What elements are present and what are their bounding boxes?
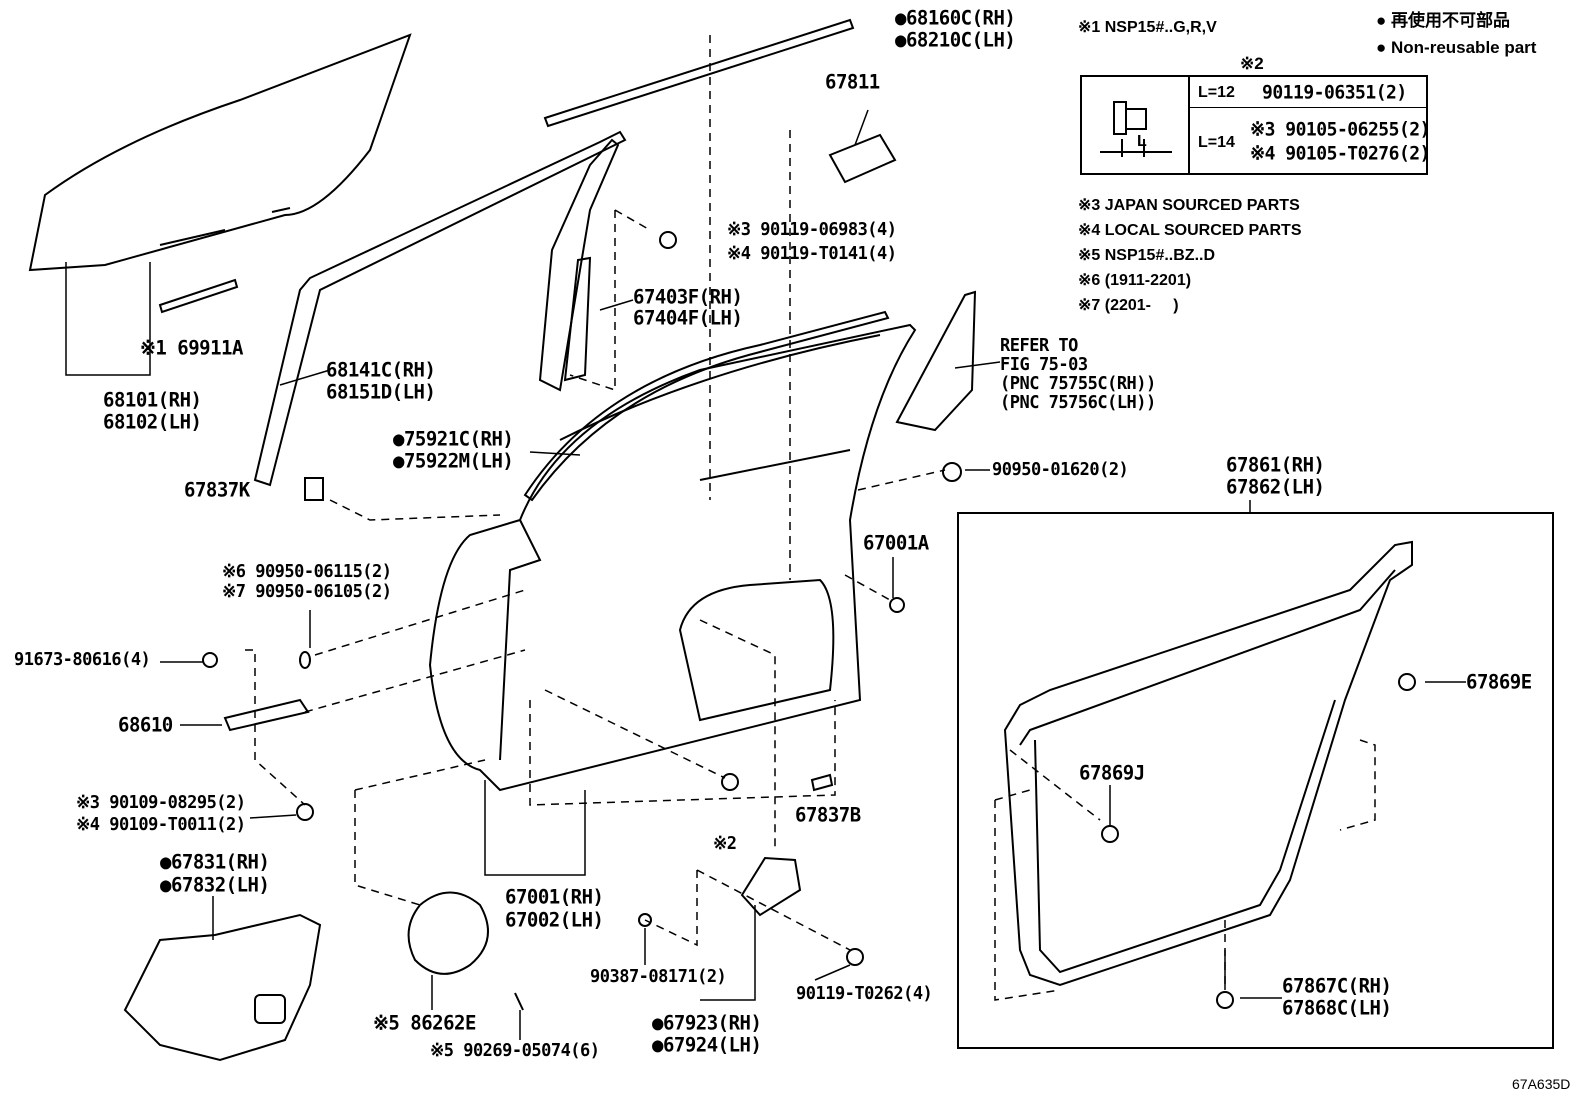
screw-90119-t0262 [846, 948, 864, 966]
row-part: ※4 90105-T0276(2) [1250, 142, 1430, 165]
part-label: ●67923(RH) [652, 1011, 762, 1035]
row-part: ※3 90105-06255(2) [1250, 118, 1430, 141]
part-label: ※5 86262E [373, 1011, 476, 1035]
clip-67837b [810, 773, 834, 792]
part-label: 90387-08171(2) [590, 966, 727, 988]
plug-90950-01620 [942, 462, 962, 482]
door-glass [28, 33, 412, 272]
part-label: ※1 69911A [140, 336, 243, 360]
clip-67867c [1216, 991, 1234, 1009]
clip-67001a [889, 597, 905, 613]
run-channel-67403f [563, 256, 592, 382]
part-label: ※2 [713, 833, 737, 855]
clip-67869e [1398, 673, 1416, 691]
part-label: 68141C(RH) [326, 358, 436, 382]
bolt-table-title: ※2 [1240, 54, 1264, 73]
weatherstrip-detail-box [957, 512, 1554, 1049]
note-3: ※3 JAPAN SOURCED PARTS [1078, 197, 1300, 214]
part-label: ※5 90269-05074(6) [430, 1040, 600, 1062]
screw-90269 [514, 992, 524, 1011]
part-label: ※3 90109-08295(2) [76, 792, 246, 814]
part-label: ●75922M(LH) [393, 449, 514, 473]
dim-label: L [1137, 133, 1147, 150]
part-label: ※4 90109-T0011(2) [76, 814, 246, 836]
speaker-86262e [407, 891, 489, 975]
figure-code: 67A635D [1512, 1076, 1571, 1092]
part-label: ※6 90950-06115(2) [222, 561, 392, 583]
legend-non-reusable-en: ● Non-reusable part [1376, 38, 1537, 57]
part-label: ●67832(LH) [160, 873, 270, 897]
row-length: L=12 [1198, 84, 1235, 101]
row-part: 90119-06351(2) [1262, 81, 1407, 104]
bolt-icon [1100, 101, 1172, 157]
part-label: 67869E [1466, 670, 1532, 694]
part-label: 68101(RH) [103, 388, 202, 412]
bolt-91673 [202, 652, 218, 668]
part-label: 67403F(RH) [633, 285, 743, 309]
part-label: 90119-T0262(4) [796, 983, 933, 1005]
refer-label: REFER TO [1000, 335, 1078, 357]
bolt-table: L L=12 90119-06351(2) L=14 ※3 90105-0625… [1080, 75, 1430, 175]
part-label: 67002(LH) [505, 908, 604, 932]
glass-channel-69911a [158, 278, 239, 314]
part-label: 68102(LH) [103, 410, 202, 434]
part-label: ●75921C(RH) [393, 427, 514, 451]
bolt-90109 [296, 803, 314, 821]
clip-90387 [638, 913, 652, 927]
legend-non-reusable-jp: ● 再使用不可部品 [1376, 11, 1510, 30]
part-label: 90950-01620(2) [992, 459, 1129, 481]
note-1: ※1 NSP15#..G,R,V [1078, 19, 1217, 36]
part-label: 67867C(RH) [1282, 974, 1392, 998]
part-label: 67861(RH) [1226, 453, 1325, 477]
refer-label: (PNC 75756C(LH)) [1000, 392, 1156, 414]
part-label: ※7 90950-06105(2) [222, 581, 392, 603]
part-label: 67837K [184, 478, 250, 502]
pad-67811 [828, 133, 897, 184]
bolt-90119-06983 [659, 231, 677, 249]
outer-belt-moulding [543, 18, 855, 128]
part-label: ※4 90119-T0141(4) [727, 243, 897, 265]
part-label: 67001(RH) [505, 885, 604, 909]
plug-90950-06115 [299, 651, 311, 669]
part-label: 67001A [863, 531, 929, 555]
part-label: ●67924(LH) [652, 1033, 762, 1057]
part-label: ●68160C(RH) [895, 6, 1016, 30]
part-label: 67837B [795, 803, 861, 827]
frame-moulding-68141c [253, 130, 627, 487]
part-label: 67862(LH) [1226, 475, 1325, 499]
part-label: 67811 [825, 70, 880, 94]
part-label: 67404F(LH) [633, 306, 743, 330]
refer-label: (PNC 75755C(RH)) [1000, 373, 1156, 395]
note-5: ※5 NSP15#..BZ..D [1078, 247, 1216, 264]
row-length: L=14 [1198, 134, 1235, 151]
note-7: ※7 (2201- ) [1078, 297, 1179, 314]
frame-garnish [895, 290, 977, 432]
refer-label: FIG 75-03 [1000, 354, 1088, 376]
part-label: 91673-80616(4) [14, 649, 151, 671]
part-label: ●67831(RH) [160, 850, 270, 874]
division-bar [538, 138, 620, 392]
bolt-2 [721, 773, 739, 791]
part-label: 67869J [1079, 761, 1145, 785]
clip-67837k [304, 477, 324, 501]
note-4: ※4 LOCAL SOURCED PARTS [1078, 222, 1302, 239]
door-shell-67001 [428, 323, 917, 792]
part-label: ※3 90119-06983(4) [727, 219, 897, 241]
hinge-68610 [223, 698, 310, 732]
weatherstrip-75921c [523, 310, 890, 502]
hole-cover-67831 [123, 913, 322, 1062]
door-weatherstrip-67861 [1003, 540, 1413, 987]
bracket-67923 [740, 856, 802, 917]
note-6: ※6 (1911-2201) [1078, 272, 1192, 289]
part-label: 68610 [118, 713, 173, 737]
part-label: ●68210C(LH) [895, 28, 1016, 52]
part-label: 67868C(LH) [1282, 996, 1392, 1020]
part-label: 68151D(LH) [326, 380, 436, 404]
